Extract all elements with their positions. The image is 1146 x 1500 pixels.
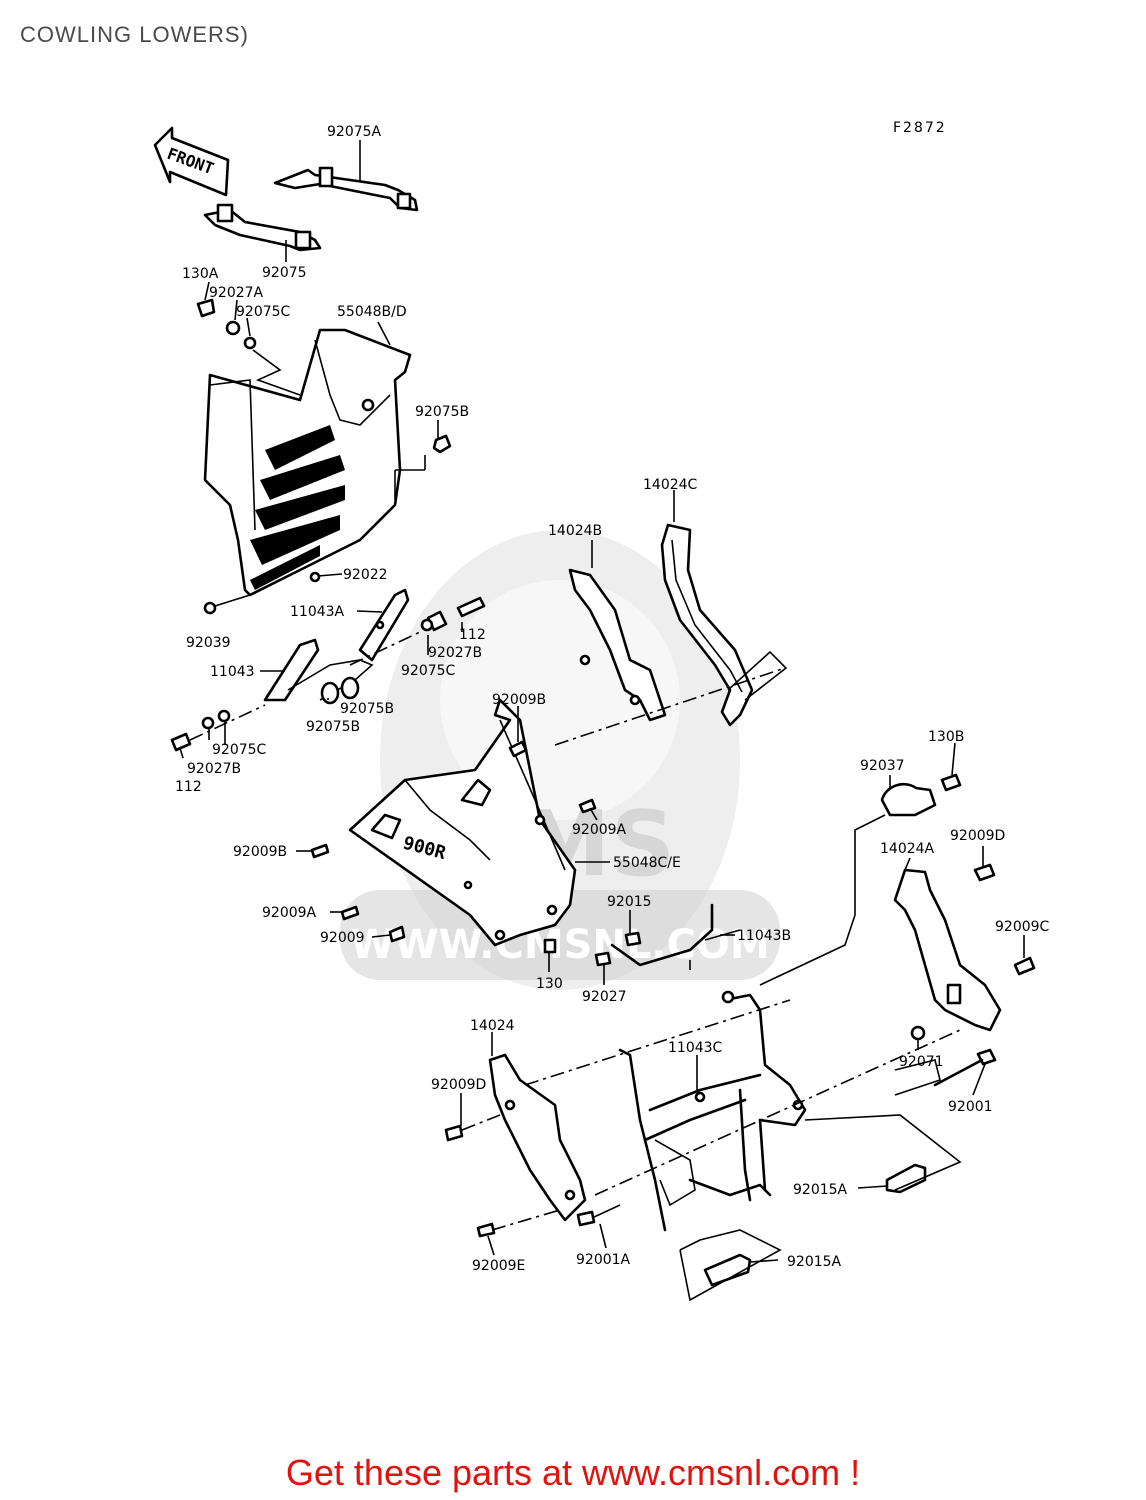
label-92015: 92015	[607, 894, 652, 910]
watermark-url: WWW.CMSNL.COM	[350, 922, 770, 968]
label-92075C-mid: 92075C	[401, 663, 456, 679]
figure-code: F2872	[893, 120, 947, 136]
label-92075A: 92075A	[327, 124, 382, 140]
label-92009D-l: 92009D	[431, 1077, 486, 1093]
label-130: 130	[536, 976, 563, 992]
part-labels: 92075A 92075 130A 92027A 92075C 55048B/D…	[175, 124, 1050, 1274]
part-lower-frame	[524, 990, 961, 1232]
label-92009E: 92009E	[472, 1258, 525, 1274]
label-92022: 92022	[343, 567, 388, 583]
label-92009B-l: 92009B	[233, 844, 287, 860]
label-14024B: 14024B	[548, 523, 602, 539]
label-92009A-r: 92009A	[572, 822, 627, 838]
label-55048BD: 55048B/D	[337, 304, 407, 320]
label-92001: 92001	[948, 1099, 993, 1115]
label-92075C-low: 92075C	[212, 742, 267, 758]
label-92039: 92039	[186, 635, 231, 651]
label-14024C: 14024C	[643, 477, 698, 493]
label-92027B-top: 92027B	[428, 645, 482, 661]
label-92009C: 92009C	[995, 919, 1050, 935]
part-92001-bolt	[894, 1059, 941, 1096]
part-14024-bracket	[444, 1053, 621, 1238]
front-arrow-icon: FRONT	[153, 126, 230, 197]
label-92075B-top: 92075B	[415, 404, 469, 420]
label-112-low: 112	[175, 779, 202, 795]
part-92075-bracket	[203, 203, 322, 262]
label-14024A: 14024A	[880, 841, 935, 857]
label-11043: 11043	[210, 664, 255, 680]
label-92075C-top: 92075C	[236, 304, 291, 320]
part-55048CE-cowling: 900R	[348, 698, 577, 947]
label-130B: 130B	[928, 729, 964, 745]
label-92015A-r: 92015A	[793, 1182, 848, 1198]
label-92037: 92037	[860, 758, 905, 774]
page-title: COWLING LOWERS)	[20, 22, 249, 47]
hardware-upper	[196, 298, 452, 615]
part-14024C-bracket	[660, 490, 754, 727]
part-92037-clamp	[759, 773, 962, 986]
label-92071: 92071	[899, 1054, 944, 1070]
label-92009D-r: 92009D	[950, 828, 1005, 844]
label-55048CE: 55048C/E	[613, 855, 681, 871]
label-92075B-mid2: 92075B	[306, 719, 360, 735]
part-92075A-bracket	[273, 140, 419, 212]
label-112-top: 112	[459, 627, 486, 643]
label-92075B-mid1: 92075B	[340, 701, 394, 717]
part-11043-stay	[263, 638, 374, 705]
label-14024: 14024	[470, 1018, 515, 1034]
hardware-left-lower	[170, 704, 266, 752]
leader-lines	[179, 281, 1025, 1263]
part-11043A-stay	[349, 588, 486, 666]
label-11043B: 11043B	[737, 928, 791, 944]
label-92027A: 92027A	[209, 285, 264, 301]
part-92015A-pads	[679, 1114, 962, 1302]
label-92075: 92075	[262, 265, 307, 281]
label-92027: 92027	[582, 989, 627, 1005]
part-55048BD-cowling	[203, 328, 412, 597]
label-130A: 130A	[182, 266, 219, 282]
part-14024A-bracket	[893, 863, 1036, 1087]
label-92001A: 92001A	[576, 1252, 631, 1268]
label-92015A-b: 92015A	[787, 1254, 842, 1270]
label-92009B-top: 92009B	[492, 692, 546, 708]
label-92009: 92009	[320, 930, 365, 946]
label-92009A-l: 92009A	[262, 905, 317, 921]
part-14024B-bracket	[568, 568, 667, 722]
label-11043C: 11043C	[668, 1040, 723, 1056]
fasteners-cowling	[310, 740, 642, 967]
footer-link[interactable]: Get these parts at www.cmsnl.com !	[285, 1452, 861, 1493]
label-11043A: 11043A	[290, 604, 345, 620]
label-92027B-low: 92027B	[187, 761, 241, 777]
